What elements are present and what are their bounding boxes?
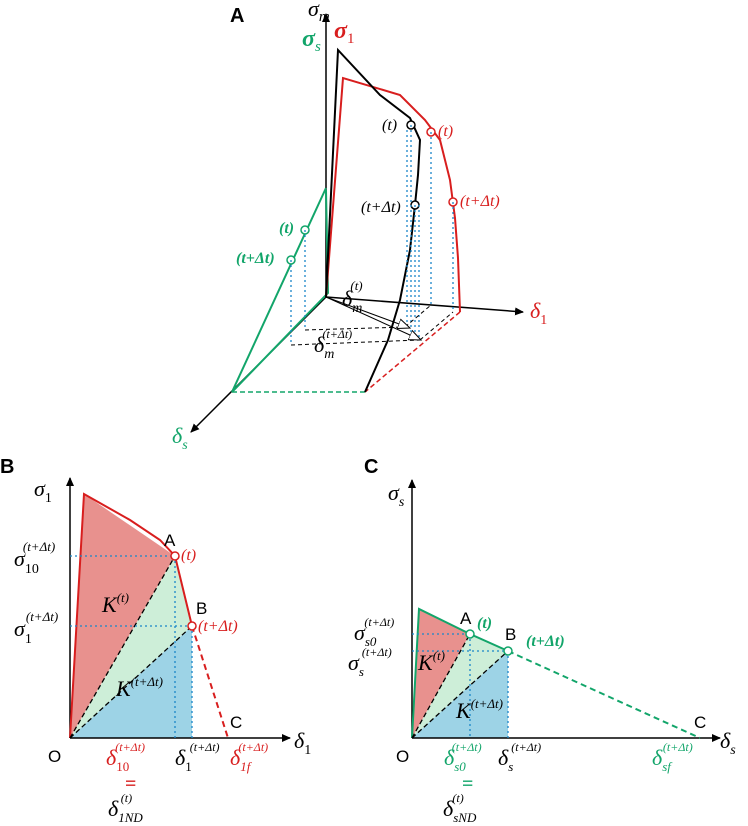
base-plane-lines	[290, 304, 454, 346]
b-projections	[70, 555, 193, 738]
shear-curve-vertical	[231, 189, 330, 393]
mixed-label-t: (t)	[382, 117, 397, 134]
b-delta10-label: δ10(t+Δt)	[106, 740, 145, 774]
c-delta-sf-label: δsf(t+Δt)	[652, 740, 693, 774]
c-softening-curve	[411, 607, 509, 739]
b-delta1-label: δ1(t+Δt)	[175, 740, 220, 774]
panel-b: B A B C O (t) (t+Δt) σ1	[0, 456, 311, 825]
mixed-curve	[325, 47, 422, 393]
b-extrapolated-curve	[191, 625, 229, 739]
c-secant-t	[411, 633, 471, 739]
normal-base-dashed	[364, 311, 461, 393]
sigma-m-axis-label: σm	[308, 0, 330, 25]
region-green	[70, 556, 192, 738]
b-delta-axis-label: δ1	[294, 728, 311, 758]
c-point-a	[465, 629, 475, 639]
b-k-t-label: K(t)	[101, 590, 129, 617]
b-equals: =	[125, 773, 136, 795]
sigma-s-axis-label: σs	[302, 26, 321, 55]
b-sigma1-label: σ1(t+Δt)	[14, 609, 58, 647]
panel-c: C A B C O (t) (t+Δt) σs	[348, 456, 736, 825]
c-sigma-s-label: σs(t+Δt)	[348, 645, 392, 679]
normal-label-t: (t)	[438, 123, 453, 140]
c-region-green	[412, 634, 508, 738]
normal-curve	[325, 76, 461, 313]
b-delta1nd-label: δ1ND(t)	[108, 791, 143, 825]
b-sigma10-label: σ10(t+Δt)	[14, 539, 55, 577]
c-label-tdt: (t+Δt)	[526, 633, 565, 650]
shear-curve	[231, 187, 327, 393]
b-point-a	[170, 551, 180, 561]
c-k-tdt-label: K(t+Δt)	[455, 696, 503, 723]
delta-m-t-vector	[325, 296, 410, 328]
b-label-a: A	[164, 531, 176, 550]
c-label-b: B	[505, 625, 516, 644]
b-label-t: (t)	[181, 547, 196, 564]
sigma-1-axis-label: σ1	[334, 18, 354, 47]
panel-b-tag: B	[0, 456, 14, 478]
c-sigma-s0-label: σs0(t+Δt)	[354, 615, 394, 649]
b-secant-t	[69, 555, 176, 739]
projection-lines	[290, 125, 454, 345]
b-delta1f-label: δ1f(t+Δt)	[230, 740, 268, 774]
c-equals: =	[462, 773, 473, 795]
c-label-t: (t)	[477, 615, 492, 632]
b-softening-curve	[69, 492, 193, 739]
panel-c-tag: C	[364, 456, 378, 478]
delta-1-axis-label: δ1	[530, 298, 547, 328]
c-extrapolated-curve	[507, 650, 701, 739]
b-sigma-axis-label: σ1	[34, 476, 52, 506]
delta-m-tdt-label: δm(t+Δt)	[314, 327, 352, 362]
c-delta-axis-label: δs	[720, 728, 736, 758]
b-label-tdt: (t+Δt)	[198, 618, 238, 635]
c-sigma-axis-label: σs	[388, 480, 405, 510]
c-delta-s0-label: δs0(t+Δt)	[444, 740, 482, 774]
delta-m-tdt-vector	[325, 296, 421, 340]
delta-s-axis-label: δs	[172, 423, 188, 453]
delta-m-t-label: δm(t)	[342, 278, 363, 316]
delta-1-axis	[325, 296, 524, 316]
b-secant-tdt	[69, 625, 193, 739]
c-k-t-label: K(t)	[417, 648, 445, 675]
b-point-b	[187, 621, 197, 631]
c-label-a: A	[460, 609, 472, 628]
b-origin: O	[48, 747, 61, 766]
b-label-c: C	[230, 713, 242, 732]
panel-a: A σm σs σ1 δ1 δs (t) (t+Δt)	[172, 0, 547, 453]
c-delta-snd-label: δsND(t)	[443, 791, 477, 825]
c-region-k-t	[412, 609, 470, 738]
c-delta-s-label: δs(t+Δt)	[498, 740, 541, 774]
panel-a-tag: A	[230, 5, 244, 27]
normal-label-tdt: (t+Δt)	[460, 193, 500, 210]
c-point-b	[503, 646, 513, 656]
region-k-t	[70, 494, 175, 738]
c-projections	[412, 633, 509, 738]
b-label-b: B	[196, 599, 207, 618]
c-label-c: C	[694, 713, 706, 732]
c-secant-tdt	[411, 650, 509, 739]
b-k-tdt-label: K(t+Δt)	[115, 674, 163, 701]
mixed-label-tdt: (t+Δt)	[361, 199, 401, 216]
shear-label-t: (t)	[279, 220, 294, 237]
shear-label-tdt: (t+Δt)	[236, 250, 275, 267]
c-origin: O	[396, 747, 409, 766]
